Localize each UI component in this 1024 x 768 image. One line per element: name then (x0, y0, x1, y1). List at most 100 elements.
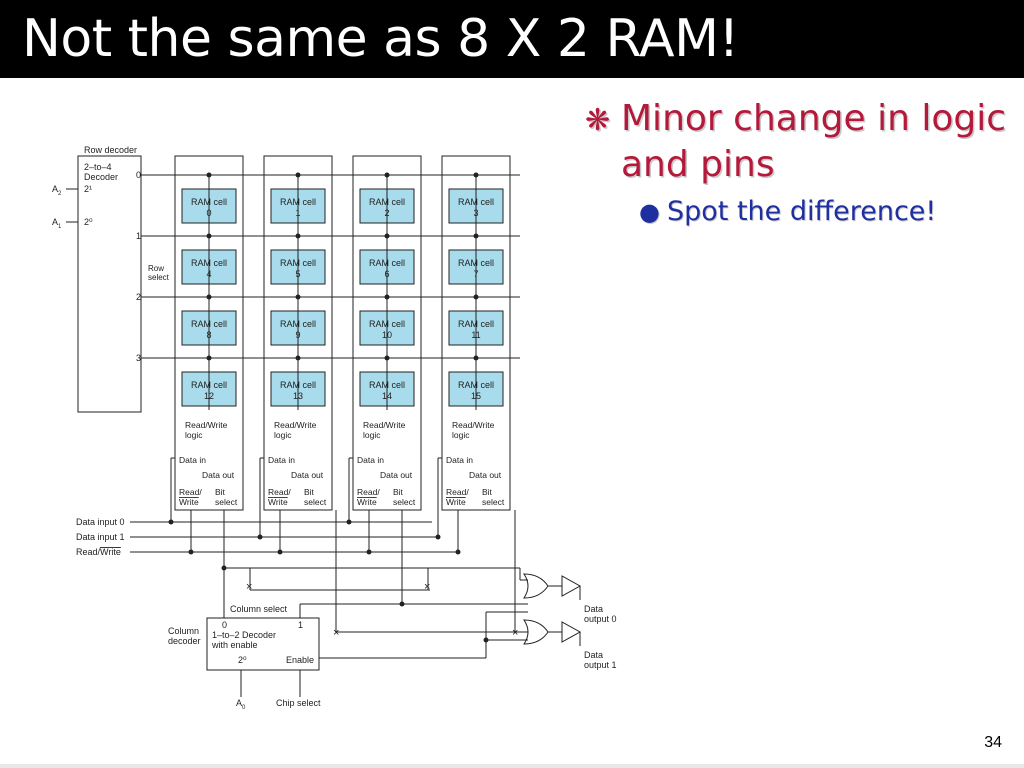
column-decoder-label-1: Column (168, 626, 199, 636)
row-junction-dot (206, 355, 212, 361)
bullet-1-text: Minor change in logic and pins (621, 98, 1007, 185)
row-junction-dot (206, 233, 212, 239)
write-label: Write (446, 497, 466, 507)
a1-label: A1 (52, 217, 62, 230)
select-label: select (215, 497, 238, 507)
data-out-label: Data out (202, 470, 235, 480)
column-box-0 (174, 155, 244, 511)
row-junction-dot (384, 233, 390, 239)
bit-label: Bit (393, 487, 404, 497)
input-2-pow-0: 2⁰ (84, 217, 93, 227)
read-label: Read/ (268, 487, 291, 497)
bit-label: Bit (215, 487, 226, 497)
row-output-0: 0 (136, 170, 141, 180)
a0-label: A0 (236, 698, 246, 711)
row-output-1: 1 (136, 231, 141, 241)
bottom-rule (0, 764, 1024, 768)
row-junction-dot (206, 172, 212, 178)
rw-logic-line1: Read/Write (452, 420, 495, 430)
title-bar: Not the same as 8 X 2 RAM! (0, 0, 1024, 78)
row-output-3: 3 (136, 353, 141, 363)
select-label: select (304, 497, 327, 507)
rw-logic-line2: logic (185, 430, 203, 440)
row-junction-dot (295, 294, 301, 300)
row-decoder-label: Row decoder (84, 145, 137, 155)
data-input-0-label: Data input 0 (76, 517, 125, 527)
or-gate-1 (523, 619, 549, 645)
or-gate-0 (523, 573, 549, 599)
page-number: 34 (984, 734, 1002, 751)
row-junction-dot (384, 294, 390, 300)
dot-bullet-icon: ● (639, 198, 660, 226)
enable-label: Enable (286, 655, 314, 665)
row-junction-dot (473, 172, 479, 178)
data-input-1-label: Data input 1 (76, 532, 125, 542)
column-decoder-label-2: decoder (168, 636, 201, 646)
asterisk-bullet-icon: ❋ (585, 103, 611, 138)
data-output-0-line2: output 0 (584, 614, 617, 624)
row-select-2: select (148, 273, 170, 282)
svg-text:×: × (512, 627, 518, 639)
data-out-label: Data out (469, 470, 502, 480)
data-output-1-line1: Data (584, 650, 603, 660)
bullet-level-2: ● Spot the difference! (585, 194, 1015, 230)
data-out-label: Data out (291, 470, 324, 480)
buffer-1 (561, 621, 582, 643)
data-in-label: Data in (446, 455, 473, 465)
decoder-name-1: 2–to–4 (84, 162, 112, 172)
data-in-label: Data in (179, 455, 206, 465)
row-junction-dot (473, 294, 479, 300)
read-label: Read/ (446, 487, 469, 497)
a2-label: A2 (52, 184, 62, 197)
data-output-0-line1: Data (584, 604, 603, 614)
row-junction-dot (384, 172, 390, 178)
bullet-list: ❋ Minor change in logic and pins ● Spot … (585, 96, 1015, 230)
col-output-1: 1 (298, 620, 303, 630)
row-junction-dot (473, 233, 479, 239)
bit-label: Bit (304, 487, 315, 497)
write-label: Write (179, 497, 199, 507)
data-in-label: Data in (268, 455, 295, 465)
input-junction-dot (435, 534, 441, 540)
rw-logic-line2: logic (452, 430, 470, 440)
read-label: Read/ (179, 487, 202, 497)
rw-logic-line2: logic (274, 430, 292, 440)
rw-logic-line1: Read/Write (185, 420, 228, 430)
column-select-label: Column select (230, 604, 288, 614)
read-write-label: Read/Write (76, 547, 121, 557)
column-box-1 (263, 155, 333, 511)
column-box-2 (352, 155, 422, 511)
row-output-2: 2 (136, 292, 141, 302)
data-out-label: Data out (380, 470, 413, 480)
data-output-1-line2: output 1 (584, 660, 617, 670)
buffer-0 (561, 575, 582, 597)
col-decoder-name-2: with enable (211, 640, 258, 650)
row-junction-dot (295, 172, 301, 178)
rw-logic-line1: Read/Write (363, 420, 406, 430)
svg-text:×: × (246, 581, 252, 593)
read-label: Read/ (357, 487, 380, 497)
input-2-pow-1: 2¹ (84, 184, 92, 194)
row-junction-dot (206, 294, 212, 300)
rw-logic-line1: Read/Write (274, 420, 317, 430)
col-output-0: 0 (222, 620, 227, 630)
row-decoder-box (77, 155, 142, 413)
bit-label: Bit (482, 487, 493, 497)
row-junction-dot (295, 355, 301, 361)
bullet-level-1: ❋ Minor change in logic and pins (585, 96, 1015, 188)
row-select-1: Row (148, 264, 164, 273)
row-junction-dot (384, 355, 390, 361)
col-decoder-name-1: 1–to–2 Decoder (212, 630, 276, 640)
write-label: Write (357, 497, 377, 507)
select-label: select (482, 497, 505, 507)
decoder-name-2: Decoder (84, 172, 118, 182)
column-box-3 (441, 155, 511, 511)
slide-title: Not the same as 8 X 2 RAM! (22, 9, 739, 69)
col-decoder-input: 2⁰ (238, 655, 247, 665)
